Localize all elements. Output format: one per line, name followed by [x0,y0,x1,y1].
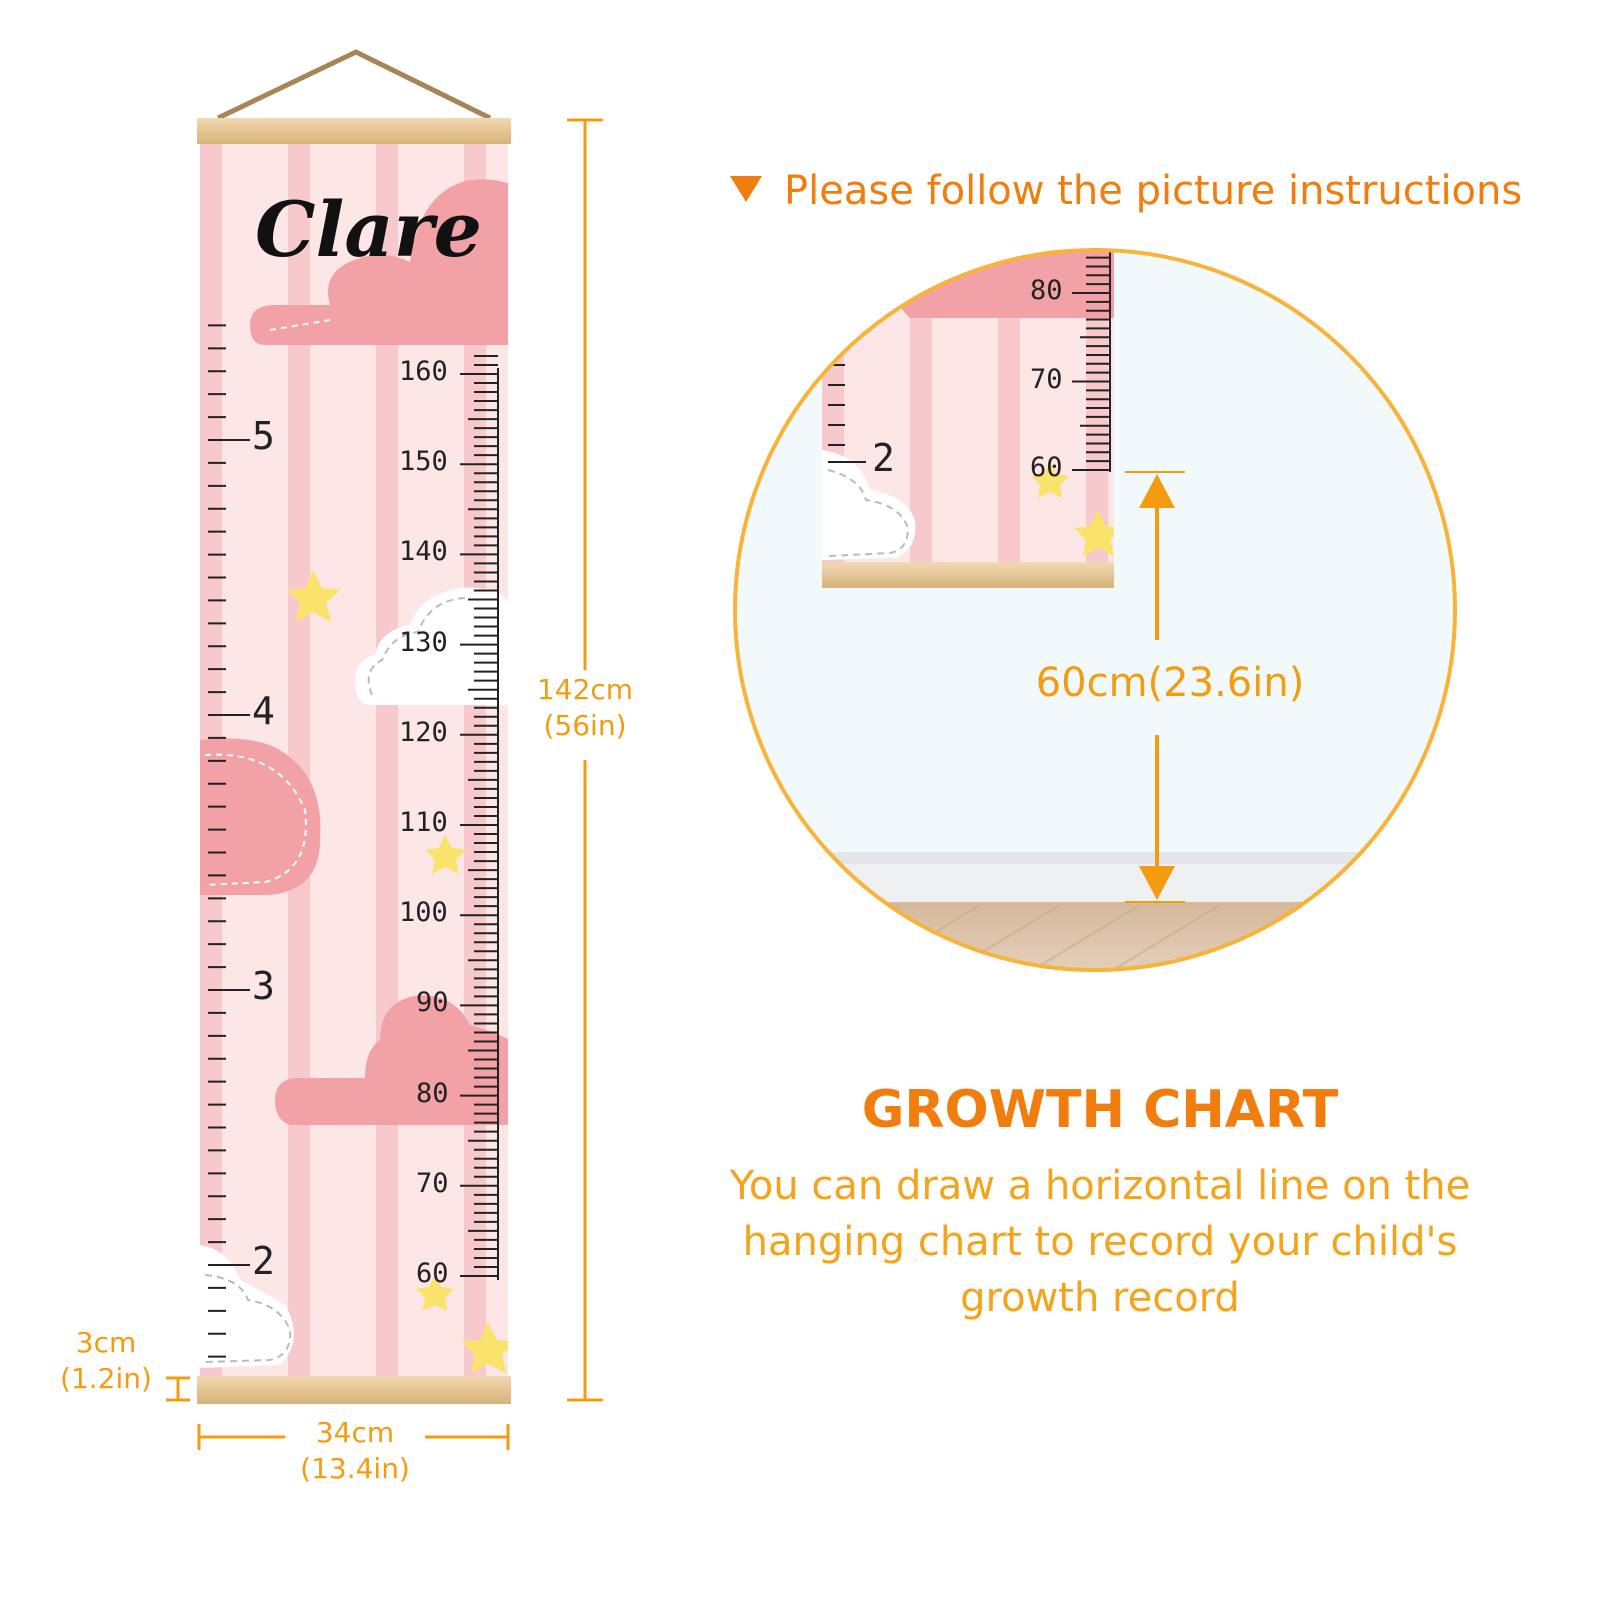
stripe [910,250,932,562]
white-cloud-upper [355,587,508,705]
child-name: Clare [255,185,482,274]
cm-label: 160 [399,356,448,387]
stripe [288,140,310,1377]
zoom-cm-label: 80 [1030,275,1063,306]
baseboard [735,852,1455,864]
ft-label: 3 [252,964,275,1008]
height-in: (56in) [543,709,627,743]
cm-label: 80 [416,1077,449,1109]
star-decoration-2 [425,835,466,874]
instructions-heading-text: Please follow the picture instructions [784,168,1523,214]
width-cm: 34cm [315,1416,395,1449]
cm-label: 150 [399,446,448,478]
width-dimension-label: 34cm (13.4in) [283,1415,427,1488]
product-title: GROWTH CHART [861,1080,1339,1140]
hanging-rope [216,49,492,121]
cm-label: 110 [399,807,448,838]
top-wood-bar [197,118,511,144]
mounting-illustration [733,248,1457,972]
height-dimension-label: 142cm (56in) [522,672,648,745]
mount-height-label: 60cm(23.6in) [1000,660,1340,706]
triangle-down-icon [730,176,762,202]
zoom-circle [733,248,1457,972]
star-decoration-4 [462,1322,508,1373]
zoom-cm-label: 60 [1030,452,1063,483]
width-in: (13.4in) [300,1452,410,1486]
star-decoration-3 [416,1275,454,1311]
ft-label: 4 [252,689,275,733]
product-description: You can draw a horizontal line on the ha… [690,1158,1510,1326]
mount-height-arrow [1125,471,1185,903]
star-decoration-1 [287,570,340,622]
instructions-heading: Please follow the picture instructions [730,168,1522,214]
stripe [998,250,1020,562]
zoom-star-2 [1074,510,1114,556]
bar-cm: 3cm [75,1326,137,1359]
cm-label: 120 [399,716,448,748]
description-line: You can draw a horizontal line on the [729,1163,1471,1209]
ft-label: 2 [252,1239,275,1283]
inch-ruler [208,324,250,1358]
bar-dimension-label: 3cm (1.2in) [48,1325,164,1398]
pink-cloud-lower [275,995,508,1125]
description-line: hanging chart to record your child's [742,1219,1458,1265]
pink-cloud-middle [200,738,321,895]
cm-label: 90 [416,987,449,1019]
cm-label: 100 [399,897,448,929]
pink-cloud-top [250,179,508,345]
bar-in: (1.2in) [60,1362,152,1396]
growth-chart-banner [166,49,603,1450]
ft-label: 5 [252,414,275,458]
height-cm: 142cm [536,673,634,706]
cm-ruler [460,354,499,1280]
cm-label: 60 [416,1258,449,1289]
cm-label: 140 [399,536,448,568]
bottom-wood-bar [197,1376,511,1404]
description-line: growth record [960,1275,1240,1321]
zoom-ft-label: 2 [872,436,895,480]
white-cloud-bottom [200,1245,294,1368]
cm-label: 70 [416,1167,449,1199]
zoom-cm-label: 70 [1030,363,1063,395]
cm-label: 130 [399,626,448,658]
dimension-lines [166,118,603,1450]
zoom-bottom-wood-bar [822,562,1114,588]
wooden-floor [735,902,1455,970]
zoom-star-1 [1031,462,1069,498]
